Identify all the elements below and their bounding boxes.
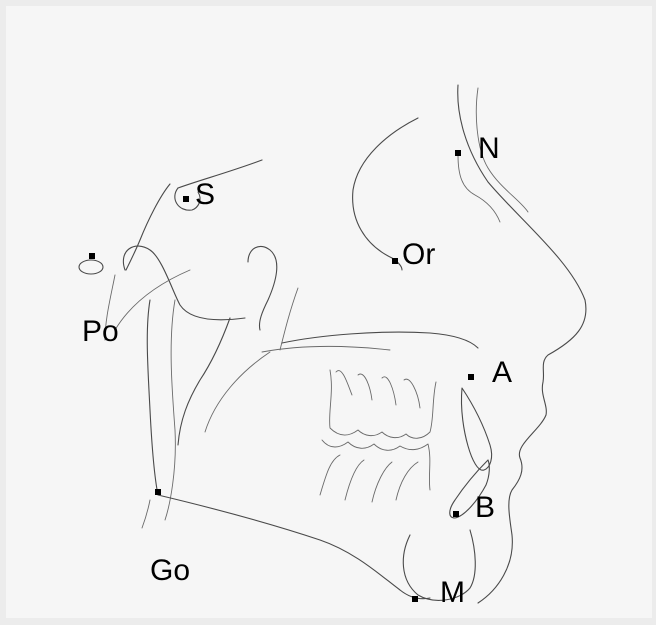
landmark-label-s: S	[195, 178, 215, 211]
tracing-paper	[6, 6, 652, 618]
landmark-label-b: B	[475, 491, 495, 524]
landmark-dot-a	[468, 374, 474, 380]
landmark-dot-b	[453, 511, 459, 517]
landmark-dot-n	[455, 150, 461, 156]
landmark-dot-go	[155, 489, 161, 495]
landmark-label-or: Or	[402, 238, 435, 271]
landmark-label-po: Po	[82, 315, 119, 348]
landmark-label-a: A	[492, 356, 512, 389]
landmark-label-m: M	[440, 576, 465, 609]
landmark-label-n: N	[478, 132, 500, 165]
landmark-dot-m	[412, 596, 418, 602]
landmark-dot-po	[89, 253, 95, 259]
landmark-dot-s	[183, 196, 189, 202]
landmark-label-go: Go	[150, 554, 190, 587]
landmark-dot-or	[392, 258, 398, 264]
